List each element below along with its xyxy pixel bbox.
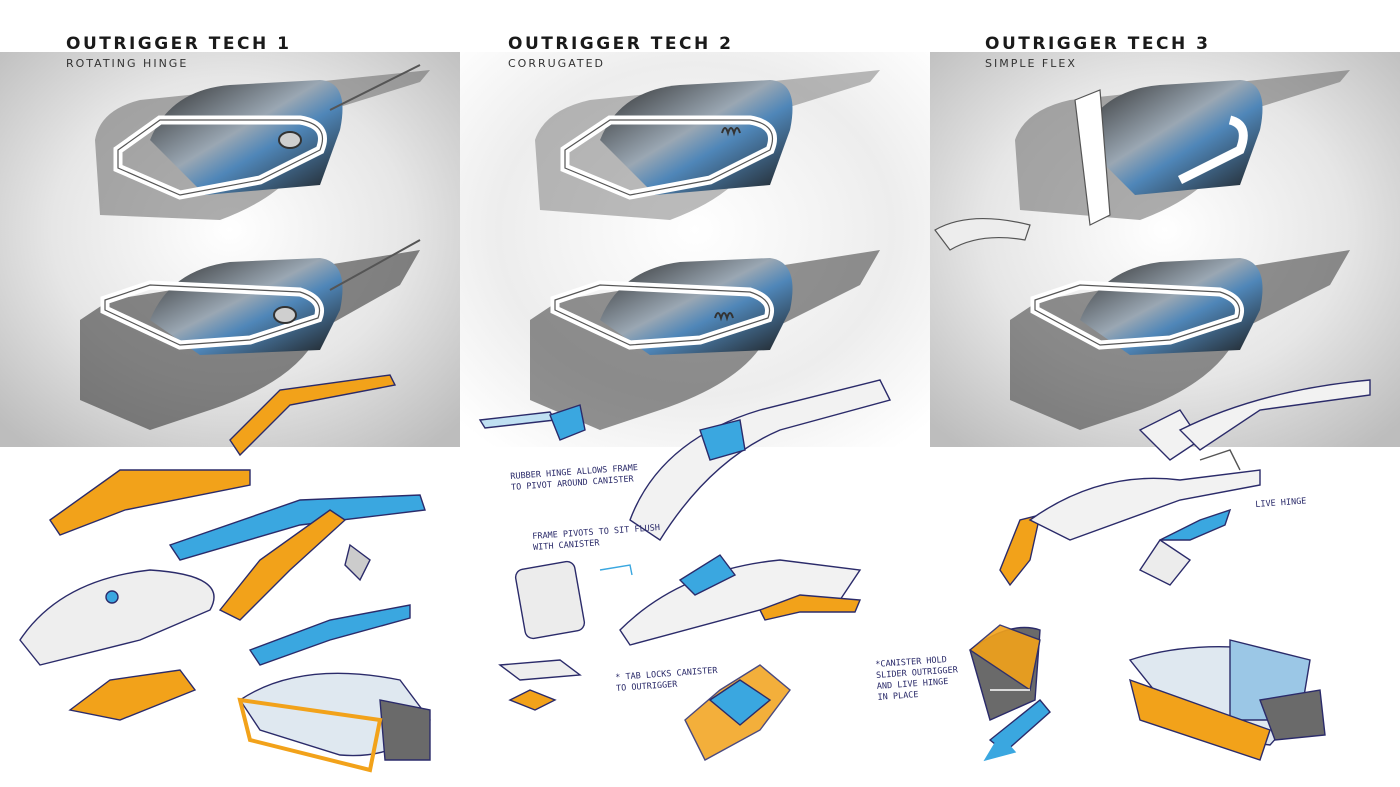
panel-title: OUTRIGGER TECH 2 xyxy=(508,34,734,54)
goggle-render-top xyxy=(95,64,430,220)
panel-tech-1: OUTRIGGER TECH 1 ROTATING HINGE xyxy=(0,0,460,787)
flex-sketches xyxy=(968,379,1371,762)
corrugated-sketches xyxy=(478,379,892,761)
goggle-render-bottom xyxy=(530,250,880,430)
rotating-hinge-icon xyxy=(278,131,302,149)
tech-3-sketches xyxy=(930,52,1400,762)
panel-subtitle: ROTATING HINGE xyxy=(66,57,189,70)
flex-outrigger-piece xyxy=(934,218,1031,251)
panel-tech-3: OUTRIGGER TECH 3 SIMPLE FLEX *CANISTER H… xyxy=(875,0,1400,787)
goggle-render-top xyxy=(535,70,880,220)
corrugated-hinge-icon xyxy=(721,127,741,137)
tech-1-sketches xyxy=(0,52,460,773)
panel-subtitle: SIMPLE FLEX xyxy=(985,57,1077,70)
goggle-render-top xyxy=(934,70,1350,251)
rotating-hinge-icon-2 xyxy=(273,306,297,324)
panel-title: OUTRIGGER TECH 1 xyxy=(66,34,292,54)
panel-title: OUTRIGGER TECH 3 xyxy=(985,34,1211,54)
panel-tech-2: OUTRIGGER TECH 2 CORRUGATED RUBBER HINGE… xyxy=(460,0,930,787)
panel-subtitle: CORRUGATED xyxy=(508,57,606,70)
annotation-canister-hold: *CANISTER HOLD SLIDER OUTRIGGER AND LIVE… xyxy=(875,655,959,703)
tech-2-sketches xyxy=(460,52,930,761)
goggle-render-bottom xyxy=(80,239,421,430)
goggle-render-bottom xyxy=(1010,250,1350,430)
hinge-sketches xyxy=(19,374,431,773)
